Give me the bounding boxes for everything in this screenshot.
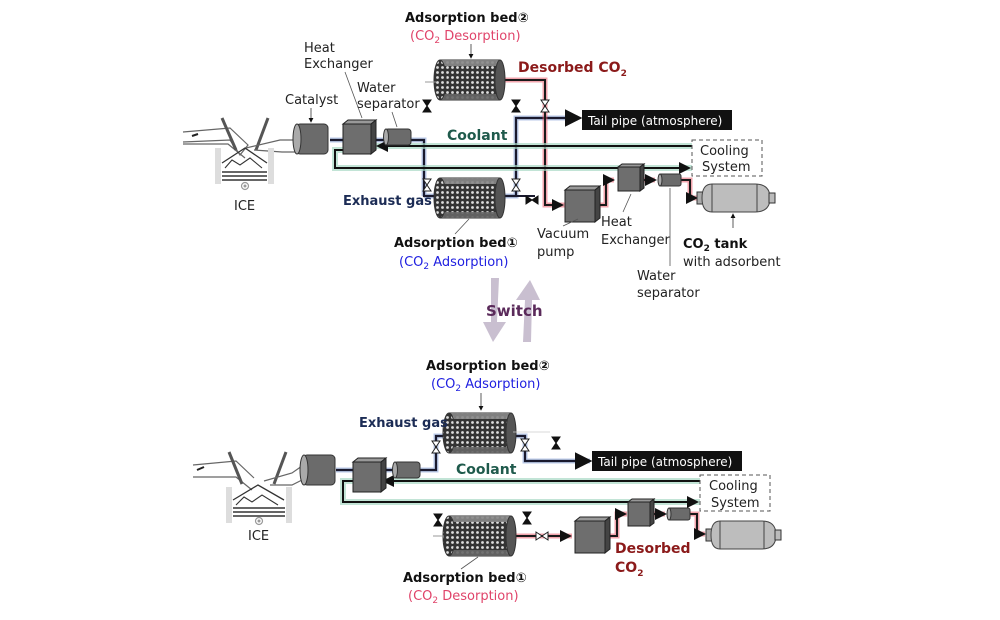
heat-exchanger [341,118,378,156]
cooling-system-box [699,474,771,512]
cooling-system-label-1: Cooling [709,479,758,494]
heat-exchanger2-label-2: Exchanger [601,233,671,248]
valve-open-icon [511,178,521,192]
coolant-loop [340,475,700,508]
co2-tank-label: CO2 tank [683,237,748,254]
engine-label: ICE [248,529,269,544]
tailpipe-box [582,110,732,130]
heat-exchanger2-label-1: Heat [601,215,632,230]
heat-exchanger-label-1: Heat [304,41,335,56]
adsorption-bed-1 [442,515,517,557]
valve-open-icon [540,99,550,113]
valve-closed-icon [522,511,532,525]
top-diagram: ICE [182,11,781,301]
vacuum-pump [563,184,602,224]
catalyst [299,454,336,486]
bed1-state: (CO2 Adsorption) [399,255,508,272]
co2-tank [696,183,776,213]
exhaust-gas-label: Exhaust gas [359,416,448,431]
tailpipe-label: Tail pipe (atmosphere) [587,114,722,128]
valve-open-icon [431,440,441,454]
switch-indicator: Switch [483,278,543,342]
desorbed-co2-label-line1: Desorbed [615,541,691,557]
tailpipe-label: Tail pipe (atmosphere) [597,455,732,469]
engine-icon [182,117,295,191]
heat-exchanger-label-2: Exchanger [304,57,374,72]
engine-label: ICE [234,199,255,214]
adsorption-bed-2 [442,412,517,454]
water-separator [392,461,421,479]
engine-icon [192,451,303,526]
water-separator [383,128,412,146]
desorbed-co2-label-line2: CO2 [615,560,643,579]
heat-exchanger-2 [626,498,656,527]
exhaust-gas-label: Exhaust gas [343,194,432,209]
valve-closed-icon [511,99,521,113]
cooling-system-box [691,139,763,177]
valve-closed-icon [551,436,561,450]
co2-tank-detail: with adsorbent [683,255,781,270]
water-separator-label-2: separator [357,97,420,112]
bed2-state: (CO2 Desorption) [410,29,521,46]
co2-tank [705,520,782,550]
co2-pipe [500,77,698,211]
coolant-label: Coolant [456,462,517,478]
catalyst [292,123,329,155]
tailpipe-box [592,451,742,471]
water-separator2-label-2: separator [637,286,700,301]
adsorption-bed-2 [433,59,506,101]
valve-closed-icon [433,513,443,527]
desorbed-co2-label: Desorbed CO2 [518,60,627,79]
bed2-name: Adsorption bed② [426,359,550,374]
cooling-system-label-2: System [702,160,750,175]
vacuum-pump [573,515,612,555]
adsorption-bed-1 [433,177,506,219]
vacuum-pump-label-1: Vacuum [537,227,589,242]
water-separator2-label-1: Water [637,269,676,284]
switch-down-arrow-icon [483,278,506,342]
bed1-state: (CO2 Desorption) [408,589,519,606]
vacuum-pump-label-2: pump [537,245,574,260]
switch-up-arrow-icon [516,280,540,342]
catalyst-label: Catalyst [285,93,338,108]
bed2-state: (CO2 Adsorption) [431,377,540,394]
valve-closed-icon [422,99,432,113]
bed2-name: Adsorption bed② [405,11,529,26]
valve-open-icon [535,531,549,541]
water-separator-2 [666,507,691,521]
switch-label: Switch [486,302,543,320]
cooling-system-label-2: System [711,496,759,511]
heat-exchanger [351,456,388,494]
bed1-name: Adsorption bed① [403,571,527,586]
valve-open-icon [520,438,530,452]
water-separator-label-1: Water [357,81,396,96]
bottom-diagram: ICE [192,359,782,606]
coolant-label: Coolant [447,128,508,144]
valve-closed-icon [525,195,539,205]
heat-exchanger-2 [616,163,646,192]
bed1-name: Adsorption bed① [394,236,518,251]
water-separator-2 [657,173,682,187]
cooling-system-label-1: Cooling [700,144,749,159]
